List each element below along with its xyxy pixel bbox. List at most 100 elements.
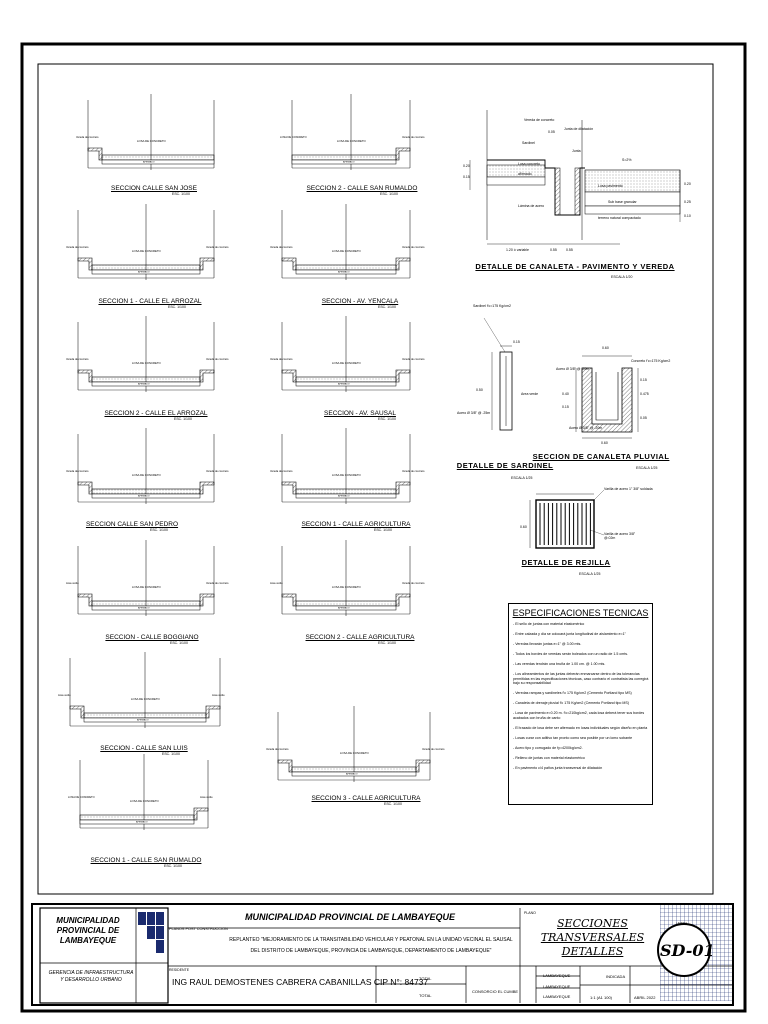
sardinel-label-2: Area verde xyxy=(521,392,539,396)
canaleta-label-junta: Junta de dilatación xyxy=(564,127,594,131)
technical-specs-title: ESPECIFICACIONES TECNICAS xyxy=(512,608,649,618)
spec-item: - Veredas rampas y sardineles f'c 175 Kg… xyxy=(513,691,632,696)
section-scale: ESC. 1/100 xyxy=(174,417,192,421)
section-label: LOSA DE CONCRETO xyxy=(280,135,307,139)
sardinel-dim-0: 0.15 xyxy=(513,340,520,344)
section-label: Area verde xyxy=(200,795,213,799)
section-title: SECCION - CALLE BOGGIANO xyxy=(105,634,199,641)
canaleta-dim-6: 1.20 ó variable xyxy=(506,248,529,252)
section-label: Vereda de concreto xyxy=(66,357,89,361)
tb-dist1: LAMBAYEQUE xyxy=(543,973,571,978)
section-label: Vereda de concreto xyxy=(66,245,89,249)
rejilla-label-1: Varilla de acero 3/8" @.02m xyxy=(604,532,636,540)
section-label: LOSA DE CONCRETO xyxy=(332,473,362,477)
section-title: SECCION 1 - CALLE AGRICULTURA xyxy=(301,521,411,528)
pluvial-dim-1: 0.40 xyxy=(562,392,569,396)
section-label: Vereda de concreto xyxy=(206,581,229,585)
section-title: SECCION CALLE SAN PEDRO xyxy=(85,521,179,528)
section-scale: ESC. 1/100 xyxy=(162,752,180,756)
rejilla-dim-0: 0.60 xyxy=(520,525,527,529)
tb-project: REPLANTEO "MEJORAMIENTO DE LA TRANSITABI… xyxy=(229,937,513,954)
sardinel-label-0: Sardinel f'c=175 Kg/cm2 xyxy=(473,304,511,308)
spec-item: - Los alineamientos de las juntas deberá… xyxy=(513,672,649,686)
detail-sardinel-scale: ESCALA 1/25 xyxy=(511,476,533,480)
pluvial-label-0: Concreto f'c=175 Kg/cm2 xyxy=(631,359,671,363)
section-label: LOSA DE CONCRETO xyxy=(137,139,167,143)
spec-item: - En pavimento c/4 paños junta transvers… xyxy=(513,766,603,771)
title-block-frame xyxy=(31,903,734,1006)
sheet-seal xyxy=(657,923,711,977)
tb-gerencia: GERENCIA DE INFRAESTRUCTURA Y DESARROLLO… xyxy=(48,970,134,983)
canaleta-label-junta2: Junta xyxy=(572,149,581,153)
canaleta-label-losa: Losa concreto xyxy=(518,162,540,166)
section-title: SECCION 3 - CALLE AGRICULTURA xyxy=(311,795,421,802)
canaleta-dim-7: 0.55 xyxy=(550,248,557,252)
section-scale: ESC. 1/100 xyxy=(150,528,168,532)
canaleta-dim-4: 0.25 xyxy=(684,200,691,204)
section-scale: ESC. 1/100 xyxy=(380,192,398,196)
section-label: AFIRMADO xyxy=(338,607,350,610)
section-title: SECCION 2 - CALLE EL ARROZAL xyxy=(104,410,208,417)
section-scale: ESC. 1/100 xyxy=(172,192,190,196)
spec-item: - Acero tipo y corrugado de fy=4200kg/cm… xyxy=(513,745,583,750)
canaleta-label-lamina: Lámina de acero xyxy=(518,204,545,208)
technical-specs-box: ESPECIFICACIONES TECNICAS - El sello de … xyxy=(508,603,653,805)
section-label: LOSA DE CONCRETO xyxy=(130,799,160,803)
section-label: LOSA DE CONCRETO xyxy=(132,585,162,589)
canaleta-label-losa-pav: Losa pavimento xyxy=(598,184,623,188)
tb-dist3: LAMBAYEQUE xyxy=(543,994,571,999)
section-label: LOSA DE CONCRETO xyxy=(132,249,162,253)
spec-item: - Relleno de juntas con material elastom… xyxy=(513,756,585,761)
section-label: AFIRMADO xyxy=(343,161,355,164)
section-label: LOSA DE CONCRETO xyxy=(340,751,370,755)
tb-org-main: MUNICIPALIDAD PROVINCIAL DE LAMBAYEQUE xyxy=(244,912,455,922)
section-label: Vereda de concreto xyxy=(402,581,425,585)
canaleta-dim-2: 0.05 xyxy=(548,130,555,134)
detail-canaleta-scale: ESCALA 1/20 xyxy=(611,275,633,279)
outer-frame xyxy=(20,42,747,1013)
title-block-layer xyxy=(39,905,733,1004)
canaleta-label-afirmado: afirmado xyxy=(518,172,532,176)
section-label: Area verde xyxy=(212,693,225,697)
section-title: SECCION CALLE SAN JOSE xyxy=(111,185,197,192)
section-label: AFIRMADO xyxy=(137,719,149,722)
detail-pluvial-scale: ESCALA 1/25 xyxy=(636,466,658,470)
section-label: AFIRMADO xyxy=(338,495,350,498)
canaleta-dim-1: 0.15 xyxy=(463,175,470,179)
sardinel-label-1: Acero Ø 3/8" @ .25m xyxy=(457,411,491,415)
section-scale: ESC. 1/100 xyxy=(378,417,396,421)
canaleta-label-vereda: Vereda de concreto xyxy=(524,118,555,122)
pluvial-dim-2: 0.15 xyxy=(562,405,569,409)
section-label: AFIRMADO xyxy=(138,383,150,386)
section-label: LOSA DE CONCRETO xyxy=(132,473,162,477)
section-label: AFIRMADO xyxy=(143,161,155,164)
details-layer xyxy=(469,110,681,549)
pluvial-dim-6: 0.15 xyxy=(640,378,647,382)
section-label: AFIRMADO xyxy=(346,773,358,776)
pluvial-label-1: Acero Ø 3/8" @ .20m xyxy=(556,367,590,371)
canaleta-pavimento-detail xyxy=(469,110,681,245)
section-label: Area verde xyxy=(66,581,79,585)
drawing-frame xyxy=(37,63,714,895)
section-label: LOSA DE CONCRETO xyxy=(132,361,162,365)
section-scale: ESC. 1/100 xyxy=(374,528,392,532)
section-title: SECCION - AV. SAUSAL xyxy=(324,410,396,417)
canaleta-dim-0: 0.20 xyxy=(463,164,470,168)
spec-item: - Las veredas tendrán una bruña de 1.00 … xyxy=(513,662,606,667)
detail-pluvial-title: SECCION DE CANALETA PLUVIAL xyxy=(532,452,670,461)
canaleta-dim-3: 0.20 xyxy=(684,182,691,186)
canaleta-dim-5: 0.10 xyxy=(684,214,691,218)
section-label: Vereda de concreto xyxy=(206,357,229,361)
section-label: AFIRMADO xyxy=(138,271,150,274)
section-label: Area verde xyxy=(58,693,71,697)
spec-item: - Veredas llevarán juntas e=1" @ 3.00 mt… xyxy=(513,642,582,647)
section-scale: ESC. 1/100 xyxy=(164,864,182,868)
section-label: AFIRMADO xyxy=(338,271,350,274)
